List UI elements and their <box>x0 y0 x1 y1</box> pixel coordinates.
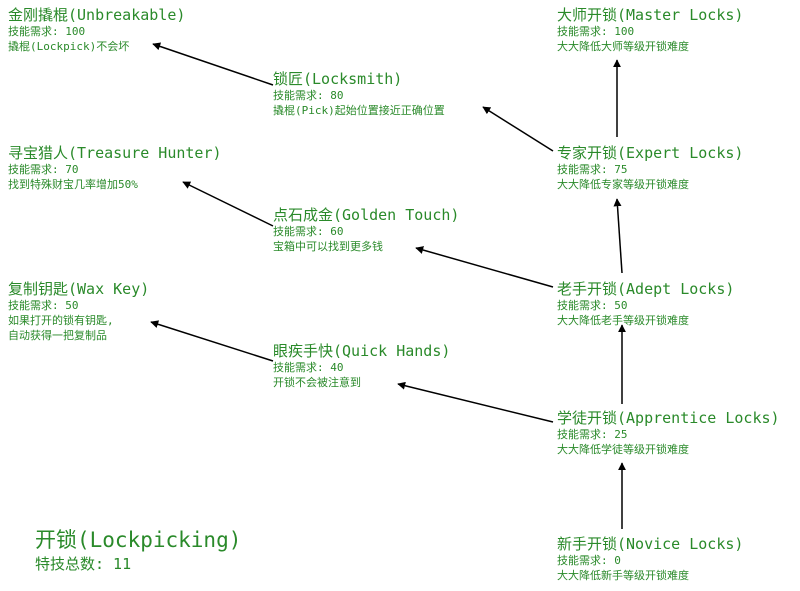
perk-title: 复制钥匙(Wax Key) <box>8 280 150 298</box>
perk-description: 大大降低老手等级开锁难度 <box>557 314 689 327</box>
perk-description: 大大降低新手等级开锁难度 <box>557 569 689 582</box>
perk-requirement: 技能需求: 70 <box>8 163 79 176</box>
perk-requirement: 技能需求: 0 <box>557 554 621 567</box>
perk-unbreakable[interactable]: 金刚撬棍(Unbreakable) 技能需求: 100 撬棍(Lockpick)… <box>8 6 185 54</box>
perk-master-locks[interactable]: 大师开锁(Master Locks) 技能需求: 100 大大降低大师等级开锁难… <box>557 6 743 54</box>
perk-title: 新手开锁(Novice Locks) <box>557 535 744 553</box>
perk-title: 老手开锁(Adept Locks) <box>557 280 735 298</box>
perk-title: 学徒开锁(Apprentice Locks) <box>557 409 780 427</box>
perk-title: 锁匠(Locksmith) <box>273 70 403 88</box>
skill-tree-title: 开锁(Lockpicking) <box>35 528 242 552</box>
perk-title: 寻宝猎人(Treasure Hunter) <box>8 144 222 162</box>
arrow-quick_hands-to-wax_key <box>150 320 274 362</box>
perk-requirement: 技能需求: 40 <box>273 361 344 374</box>
perk-count: 特技总数: 11 <box>35 555 132 573</box>
arrow-expert_locks-to-locksmith <box>482 106 554 152</box>
perk-description: 如果打开的锁有钥匙, <box>8 314 114 327</box>
perk-description: 大大降低学徒等级开锁难度 <box>557 443 689 456</box>
perk-golden-touch[interactable]: 点石成金(Golden Touch) 技能需求: 60 宝箱中可以找到更多钱 <box>273 206 459 254</box>
perk-description: 宝箱中可以找到更多钱 <box>273 240 383 253</box>
perk-description: 找到特殊财宝几率增加50% <box>8 178 138 191</box>
arrow-adept_locks-to-expert_locks <box>613 198 623 274</box>
perk-adept-locks[interactable]: 老手开锁(Adept Locks) 技能需求: 50 大大降低老手等级开锁难度 <box>557 280 734 328</box>
arrow-apprentice_locks-to-quick_hands <box>397 381 554 423</box>
perk-quick-hands[interactable]: 眼疾手快(Quick Hands) 技能需求: 40 开锁不会被注意到 <box>273 342 450 390</box>
perk-locksmith[interactable]: 锁匠(Locksmith) 技能需求: 80 撬棍(Pick)起始位置接近正确位… <box>273 70 445 118</box>
perk-title: 眼疾手快(Quick Hands) <box>273 342 451 360</box>
perk-requirement: 技能需求: 80 <box>273 89 344 102</box>
perk-requirement: 技能需求: 60 <box>273 225 344 238</box>
perk-requirement: 技能需求: 100 <box>8 25 86 38</box>
perk-title: 大师开锁(Master Locks) <box>557 6 744 24</box>
arrow-golden_touch-to-treasure_hunter <box>182 181 274 227</box>
perk-requirement: 技能需求: 50 <box>8 299 79 312</box>
perk-title: 点石成金(Golden Touch) <box>273 206 460 224</box>
perk-description: 撬棍(Pick)起始位置接近正确位置 <box>273 104 445 117</box>
perk-treasure-hunter[interactable]: 寻宝猎人(Treasure Hunter) 技能需求: 70 找到特殊财宝几率增… <box>8 144 222 192</box>
perk-title: 金刚撬棍(Unbreakable) <box>8 6 186 24</box>
perk-title: 专家开锁(Expert Locks) <box>557 144 744 162</box>
perk-apprentice-locks[interactable]: 学徒开锁(Apprentice Locks) 技能需求: 25 大大降低学徒等级… <box>557 409 780 457</box>
perk-requirement: 技能需求: 25 <box>557 428 628 441</box>
perk-description: 大大降低专家等级开锁难度 <box>557 178 689 191</box>
perk-novice-locks[interactable]: 新手开锁(Novice Locks) 技能需求: 0 大大降低新手等级开锁难度 <box>557 535 743 583</box>
perk-description: 开锁不会被注意到 <box>273 376 361 389</box>
perk-description: 自动获得一把复制品 <box>8 329 107 342</box>
perk-expert-locks[interactable]: 专家开锁(Expert Locks) 技能需求: 75 大大降低专家等级开锁难度 <box>557 144 743 192</box>
arrow-locksmith-to-unbreakable <box>152 42 274 86</box>
perk-requirement: 技能需求: 50 <box>557 299 628 312</box>
perk-description: 撬棍(Lockpick)不会坏 <box>8 40 130 53</box>
arrow-adept_locks-to-golden_touch <box>415 246 554 288</box>
perk-requirement: 技能需求: 75 <box>557 163 628 176</box>
perk-requirement: 技能需求: 100 <box>557 25 635 38</box>
perk-description: 大大降低大师等级开锁难度 <box>557 40 689 53</box>
perk-wax-key[interactable]: 复制钥匙(Wax Key) 技能需求: 50 如果打开的锁有钥匙, 自动获得一把… <box>8 280 149 343</box>
